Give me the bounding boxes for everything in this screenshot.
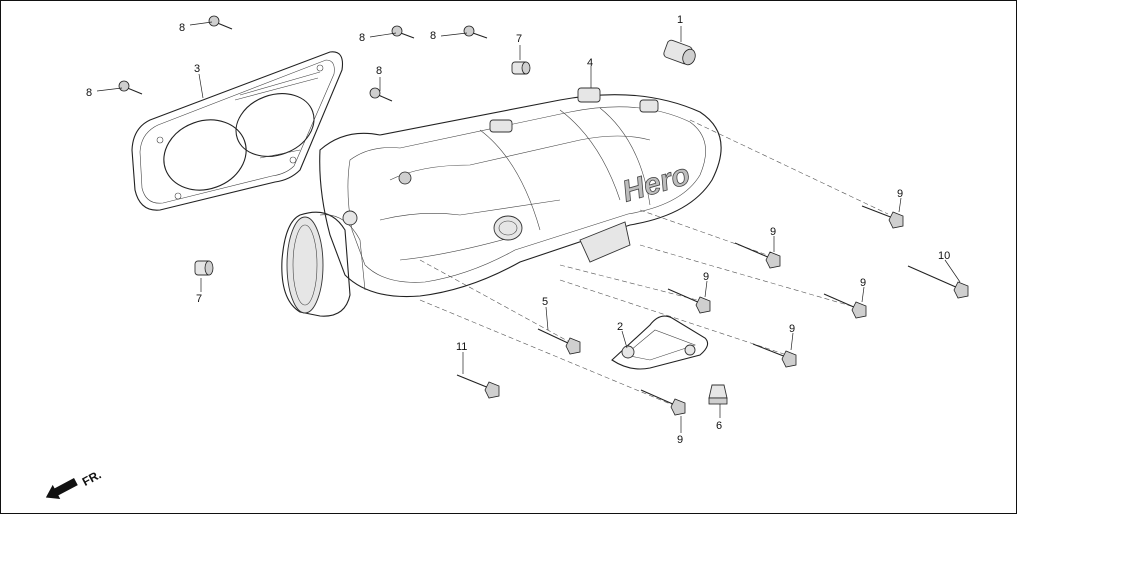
assembly-guide-lines bbox=[419, 119, 889, 409]
callout-9-a: 9 bbox=[897, 188, 903, 200]
callout-9-c: 9 bbox=[703, 271, 709, 283]
collar-part-7-bottom bbox=[194, 260, 214, 276]
callout-9-e: 9 bbox=[789, 323, 795, 335]
exploded-parts-diagram: Hero bbox=[45, 14, 969, 499]
bolt-part-9-e bbox=[752, 343, 797, 368]
bracket-part bbox=[611, 315, 709, 370]
front-direction-indicator: FR. bbox=[45, 467, 104, 499]
screw-part-8-b bbox=[391, 25, 415, 39]
bolt-part-9-a bbox=[861, 205, 904, 229]
callout-6: 6 bbox=[716, 420, 722, 432]
callout-9-b: 9 bbox=[770, 226, 776, 238]
callout-7-top: 7 bbox=[516, 33, 522, 45]
leader-lines bbox=[96, 21, 961, 433]
crankcase-cover: Hero bbox=[319, 87, 722, 298]
callout-9-f: 9 bbox=[677, 434, 683, 446]
screw-part-8-e bbox=[369, 87, 393, 102]
bolt-part-5 bbox=[537, 328, 581, 355]
nut-part-6 bbox=[708, 384, 728, 405]
callout-8-e: 8 bbox=[376, 65, 382, 77]
callout-8-c: 8 bbox=[430, 30, 436, 42]
logo-text: Hero bbox=[619, 158, 694, 209]
callout-7-bottom: 7 bbox=[196, 293, 202, 305]
bolt-part-10 bbox=[907, 265, 969, 299]
callout-1: 1 bbox=[677, 14, 683, 26]
callout-2: 2 bbox=[617, 321, 623, 333]
callout-4: 4 bbox=[587, 57, 593, 69]
air-intake-duct bbox=[281, 210, 366, 317]
callout-10: 10 bbox=[938, 250, 950, 262]
bolt-part-11 bbox=[456, 374, 500, 399]
bolt-part-9-d bbox=[823, 293, 867, 319]
callout-8-d: 8 bbox=[86, 87, 92, 99]
direction-label: FR. bbox=[80, 467, 104, 488]
arrow-left-icon bbox=[45, 478, 78, 499]
callout-9-d: 9 bbox=[860, 277, 866, 289]
gasket-part bbox=[131, 51, 344, 211]
bolt-part-9-c bbox=[667, 288, 711, 314]
callout-3: 3 bbox=[194, 63, 200, 75]
bolt-part-9-f bbox=[640, 389, 686, 416]
callout-8-b: 8 bbox=[359, 32, 365, 44]
bolt-part-9-b bbox=[734, 242, 781, 269]
screw-part-8-a bbox=[208, 15, 233, 30]
screw-part-8-c bbox=[463, 25, 488, 39]
callout-11: 11 bbox=[456, 341, 467, 353]
diagram-frame bbox=[0, 0, 1017, 514]
collar-part-7-top bbox=[511, 61, 531, 75]
callout-8-a: 8 bbox=[179, 22, 185, 34]
callout-labels: 1 2 3 4 5 6 7 7 8 8 8 8 8 9 9 9 9 9 9 10… bbox=[86, 14, 950, 446]
callout-5: 5 bbox=[542, 296, 548, 308]
bushing-part-1 bbox=[663, 39, 696, 66]
screw-part-8-d bbox=[118, 80, 143, 95]
